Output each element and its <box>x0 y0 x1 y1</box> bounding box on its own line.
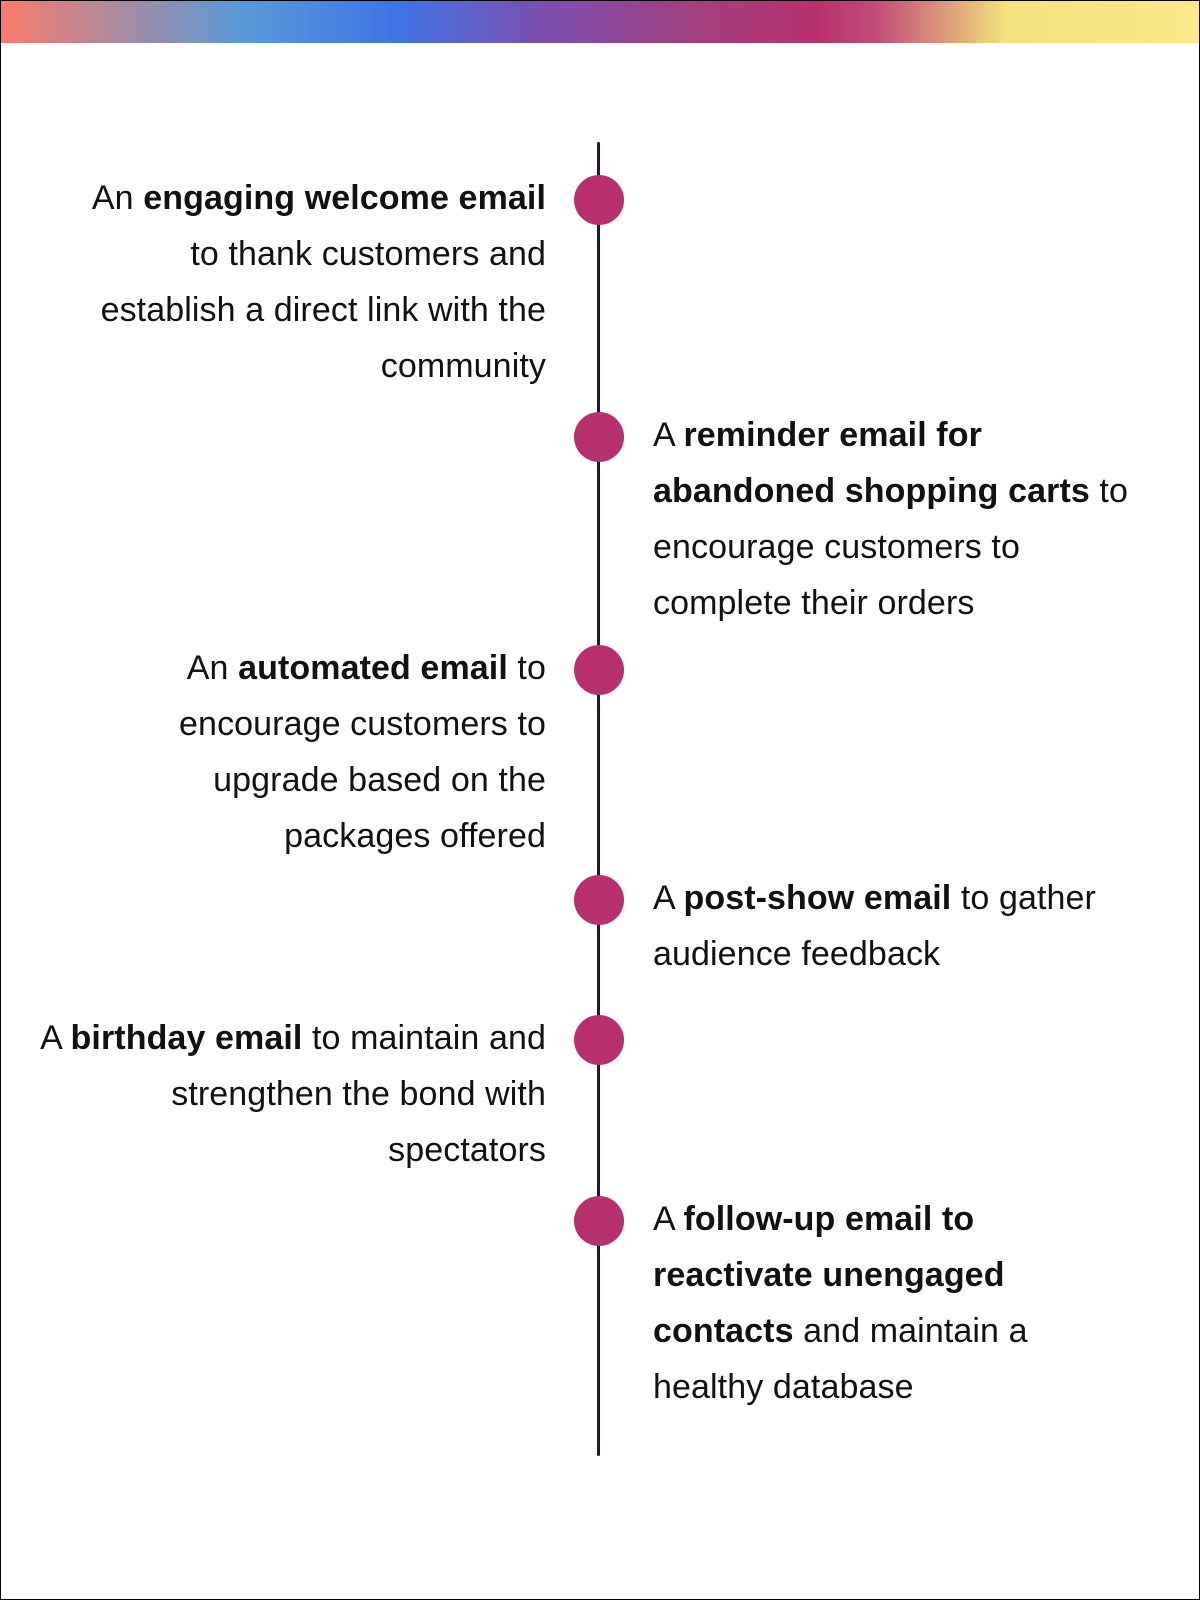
timeline-dot-5 <box>574 1015 624 1065</box>
entry-2-suffix: to encourage customers to complete their… <box>653 472 1128 622</box>
entry-2-bold: reminder email for abandoned shopping ca… <box>653 416 1090 510</box>
entry-5-suffix: to maintain and strengthen the bond with… <box>171 1019 546 1169</box>
timeline-dot-4 <box>574 875 624 925</box>
entry-2-prefix: A <box>653 416 684 454</box>
timeline-entry-4: A post-show email to gather audience fee… <box>653 870 1143 982</box>
timeline-entry-2: A reminder email for abandoned shopping … <box>653 407 1133 631</box>
entry-6-bold: follow-up email to reactivate unengaged … <box>653 1200 1005 1350</box>
entry-6-prefix: A <box>653 1200 684 1238</box>
entry-3-prefix: An <box>186 649 239 687</box>
gradient-header-bar <box>1 1 1199 43</box>
entry-4-bold: post-show email <box>683 879 952 917</box>
timeline-entry-1: An engaging welcome email to thank custo… <box>56 170 546 394</box>
timeline-entry-6: A follow-up email to reactivate unengage… <box>653 1191 1093 1415</box>
entry-4-suffix: to gather audience feedback <box>653 879 1096 973</box>
entry-6-suffix: and maintain a healthy database <box>653 1312 1028 1406</box>
timeline-entry-5: A birthday email to maintain and strengt… <box>26 1010 546 1178</box>
timeline-entry-3: An automated email to encourage customer… <box>116 640 546 864</box>
entry-1-prefix: An <box>91 179 144 217</box>
timeline-line <box>597 142 600 1456</box>
entry-5-prefix: A <box>40 1019 71 1057</box>
entry-1-bold: engaging welcome email <box>143 179 546 217</box>
entry-1-suffix: to thank customers and establish a direc… <box>100 235 546 385</box>
timeline-dot-2 <box>574 412 624 462</box>
timeline-dot-6 <box>574 1196 624 1246</box>
entry-3-bold: automated email <box>238 649 508 687</box>
timeline-dot-3 <box>574 645 624 695</box>
entry-5-bold: birthday email <box>70 1019 303 1057</box>
timeline-dot-1 <box>574 175 624 225</box>
entry-4-prefix: A <box>653 879 684 917</box>
entry-3-suffix: to encourage customers to upgrade based … <box>179 649 546 855</box>
